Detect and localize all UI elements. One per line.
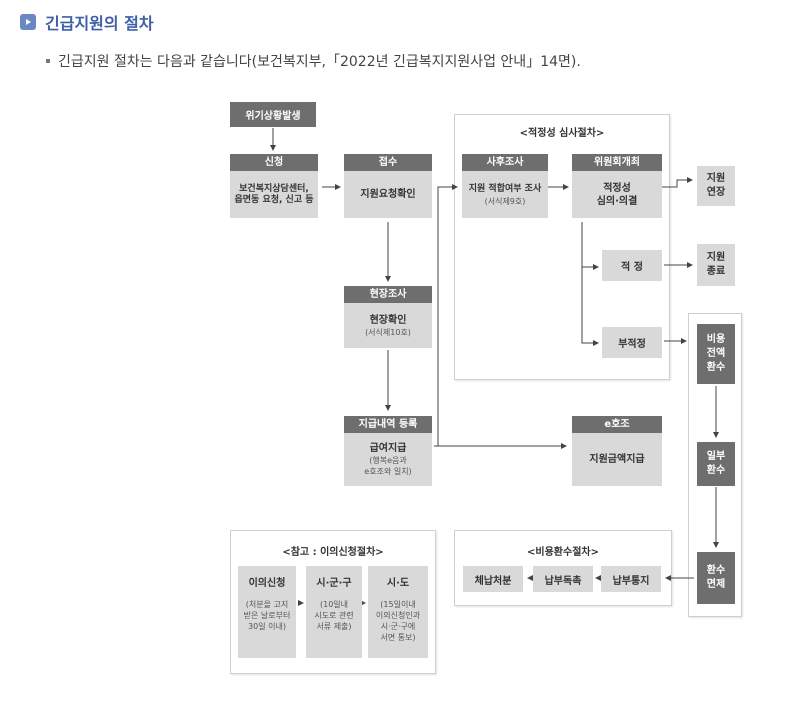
waive-refund-1: 환수 (706, 565, 726, 576)
post-check-node: 사후조사 지원 적합여부 조사 (서식제9호) (462, 154, 548, 218)
waive-refund-2: 면제 (706, 579, 726, 590)
field-body: 현장확인 (369, 314, 407, 326)
extend-label-1: 지원 (706, 173, 726, 184)
improper-node: 부적정 (602, 327, 662, 358)
end-label-2: 종료 (706, 266, 726, 277)
objection-apply-sub-2: 받은 날로부터 (243, 611, 291, 620)
objection-box-city: 시·군·구 (10일내 시도로 관련 서류 제출) (306, 566, 362, 658)
apply-body-1: 보건복지상담센터, (239, 183, 309, 194)
apply-body-2: 읍면동 요청, 신고 등 (234, 194, 314, 205)
partial-refund-1: 일부 (706, 451, 726, 462)
intro-text: 긴급지원 절차는 다음과 같습니다(보건복지부,「2022년 긴급복지지원사업 … (58, 54, 581, 70)
waive-refund-node: 환수 면제 (697, 552, 735, 604)
refund-proc-frame-title: <비용환수절차> (527, 547, 599, 558)
ehojo-body: 지원금액지급 (589, 454, 645, 465)
objection-frame-title: <참고 : 이의신청절차> (282, 547, 384, 558)
end-node: 지원 종료 (697, 244, 735, 286)
objection-province-sub-1: (15일이내 (380, 600, 416, 609)
review-frame-title: <적정성 심사절차> (519, 128, 605, 139)
field-node: 현장조사 현장확인 (서식제10호) (344, 286, 432, 348)
full-refund-3: 환수 (706, 362, 726, 373)
section-title: 긴급지원의 절차 (45, 14, 154, 33)
register-node: 지급내역 등록 급여지급 (행복e음과 e호조와 일치) (344, 416, 432, 486)
extend-node: 지원 연장 (697, 166, 735, 206)
end-label-1: 지원 (706, 252, 726, 263)
objection-city-sub-1: (10일내 (319, 600, 349, 609)
objection-province-sub-4: 서면 통보) (380, 633, 416, 642)
apply-head: 신청 (230, 154, 318, 171)
section-heading: 긴급지원의 절차 (20, 10, 154, 34)
field-head: 현장조사 (344, 286, 432, 303)
register-sub-2: e호조와 일치) (364, 467, 412, 476)
objection-apply-head: 이의신청 (248, 578, 286, 589)
objection-city-sub-2: 시도로 관련 (314, 611, 354, 620)
objection-province-sub-2: 이의신청인과 (375, 611, 421, 620)
bullet-icon (46, 59, 50, 63)
refund-box-seizure: 체납처분 (463, 566, 523, 592)
apply-node: 신청 보건복지상담센터, 읍면동 요청, 신고 등 (230, 154, 318, 218)
ehojo-head: e호조 (572, 416, 662, 433)
objection-box-province: 시·도 (15일이내 이의신청인과 시·군·구에 서면 통보) (368, 566, 428, 658)
committee-node: 위원회개최 적정성 심의·의결 (572, 154, 662, 218)
committee-head: 위원회개최 (572, 154, 662, 171)
post-check-head: 사후조사 (462, 154, 548, 171)
post-check-sub: (서식제9호) (484, 196, 526, 206)
refund-box-demand: 납부독촉 (533, 566, 593, 592)
receive-head: 접수 (344, 154, 432, 171)
register-sub-1: (행복e음과 (369, 456, 407, 465)
objection-apply-sub-1: (처분을 고지 (245, 600, 289, 609)
extend-label-2: 연장 (706, 187, 726, 198)
full-refund-node: 비용 전액 환수 (697, 324, 735, 384)
register-head: 지급내역 등록 (344, 416, 432, 433)
play-icon (20, 14, 36, 30)
full-refund-1: 비용 (706, 334, 726, 345)
intro-line: 긴급지원 절차는 다음과 같습니다(보건복지부,「2022년 긴급복지지원사업 … (46, 51, 581, 71)
start-node: 위기상황발생 (230, 102, 316, 127)
refund-box-notice: 납부통지 (601, 566, 661, 592)
partial-refund-2: 환수 (706, 465, 726, 476)
objection-city-sub-3: 서류 제출) (316, 622, 352, 631)
register-body: 급여지급 (369, 443, 407, 454)
objection-box-apply: 이의신청 (처분을 고지 받은 날로부터 30일 이내) (238, 566, 296, 658)
receive-body: 지원요청확인 (360, 189, 416, 200)
objection-province-sub-3: 시·군·구에 (380, 622, 416, 631)
field-sub: (서식제10호) (365, 327, 411, 337)
proper-node: 적 정 (602, 250, 662, 281)
partial-refund-node: 일부 환수 (697, 442, 735, 486)
committee-body-2: 심의·의결 (596, 195, 638, 207)
full-refund-2: 전액 (706, 348, 726, 359)
objection-apply-sub-3: 30일 이내) (248, 622, 286, 631)
receive-node: 접수 지원요청확인 (344, 154, 432, 218)
ehojo-node: e호조 지원금액지급 (572, 416, 662, 486)
post-check-body: 지원 적합여부 조사 (468, 183, 542, 194)
objection-province-head: 시·도 (386, 578, 410, 589)
objection-city-head: 시·군·구 (316, 578, 352, 589)
committee-body-1: 적정성 (603, 182, 631, 194)
